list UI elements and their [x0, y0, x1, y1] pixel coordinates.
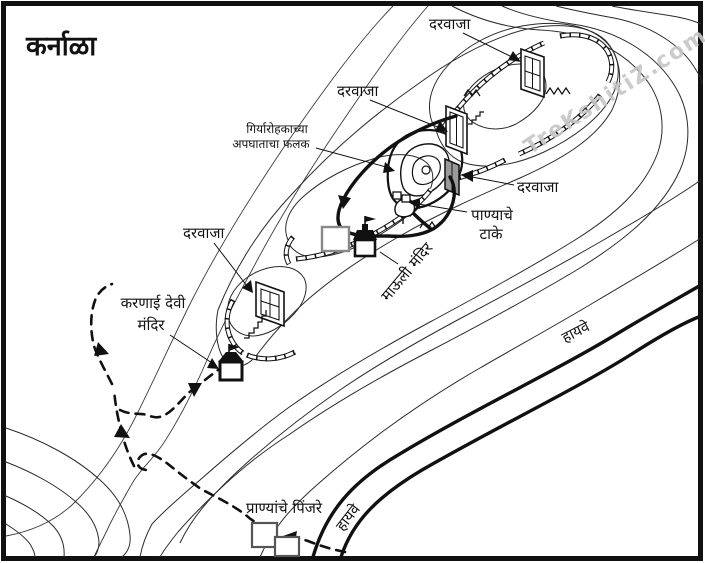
approach-trail-mid: [136, 452, 270, 530]
label-animal-cages: प्राण्यांचे पिंजरे: [246, 499, 323, 517]
trail-arrow-left: [94, 342, 109, 356]
fort-terraces: [227, 22, 619, 337]
approach-trail-left-branch: [89, 282, 114, 386]
contour-se-4: [611, 5, 702, 25]
pointer-water-tank-arrow: [408, 198, 420, 209]
fort-gates: [244, 47, 571, 339]
contour-hill-3: [5, 495, 65, 558]
temple-flag-icon: [365, 216, 376, 222]
contour-se-3: [555, 5, 703, 85]
pointer-climber-sign-arrow: [383, 162, 395, 173]
pointer-gate-right: [471, 176, 515, 186]
gate-upper-structure: [445, 104, 468, 156]
contour-se-5: [179, 179, 702, 544]
wall-upper-tip: [559, 32, 615, 84]
approach-trail-saddle: [112, 388, 136, 468]
stairs-lower: [244, 310, 267, 339]
pointer-gate-top-arrow: [508, 51, 521, 62]
pointer-karnai-temple-arrow: [207, 358, 219, 369]
loop-arrow-1: [338, 195, 351, 209]
rock-marks-1: [545, 86, 571, 96]
approach-trail-temple-end: [203, 368, 220, 382]
pinnacle-ring-2: [399, 143, 450, 197]
highway-line-right: [339, 314, 703, 559]
pointer-gate-top: [462, 32, 515, 59]
contour-hill-2: [5, 461, 100, 558]
pinnacle-ring-3: [411, 155, 441, 186]
fort-walls: [224, 32, 615, 362]
label-gate-right: दरवाजा: [517, 178, 559, 196]
contour-hill-1: [5, 427, 131, 558]
water-tank-icon: [392, 191, 411, 203]
wall-middle-se: [295, 187, 434, 262]
label-gate-lower: दरवाजा: [183, 224, 225, 242]
highway: [311, 283, 703, 559]
pointer-gate-lower: [213, 242, 248, 287]
trail-arrow-saddle: [114, 424, 130, 438]
map-title: कर्नाळा: [25, 30, 97, 62]
contour-se-6: [259, 237, 702, 558]
label-pointers: [169, 32, 521, 369]
trails: [89, 114, 458, 554]
gate-right-structure: [444, 157, 460, 197]
pointer-gate-lower-arrow: [242, 280, 253, 293]
label-mauli-temple: माऊली मंदिर: [377, 238, 437, 304]
label-karnai-temple-line2: मंदिर: [138, 316, 166, 334]
approach-trail-right-branch: [118, 388, 194, 419]
wall-upper-se: [517, 93, 602, 157]
pointer-climber-sign: [315, 147, 387, 168]
label-gate-upper: दरवाजा: [337, 82, 379, 100]
label-climber-sign-line1: गिर्यारोहकाच्या: [246, 122, 308, 136]
label-gate-top: दरवाजा: [429, 15, 471, 33]
wall-middle-west: [283, 235, 295, 266]
pointer-water-tank: [417, 203, 468, 213]
contour-fort-ring: [215, 25, 621, 367]
label-climber-sign-line2: अपघाताचा फलक: [232, 137, 310, 151]
trail-arrow-temple: [188, 383, 202, 397]
label-water-tank-line1: पाण्याचे: [471, 206, 513, 224]
label-water-tank-line2: टाके: [480, 225, 503, 243]
karnai-temple-icon: [218, 344, 244, 382]
contour-nw-outer: [5, 5, 394, 537]
label-highway-upper: हायवे: [559, 317, 594, 346]
label-karnai-temple-line1: करणाई देवी: [121, 294, 187, 312]
pointer-gate-upper-arrow: [435, 121, 448, 132]
gate-lower-structure: [255, 280, 285, 328]
animal-cage-2: [273, 535, 301, 558]
contour-hill-4: [5, 523, 36, 558]
gate-top-structure: [520, 47, 545, 99]
building-square: [320, 225, 351, 253]
pointer-gate-upper: [369, 99, 441, 129]
pointer-karnai-temple: [169, 334, 213, 364]
rock-marks-3: [463, 88, 481, 98]
wall-lower-west: [224, 298, 245, 356]
wall-lower-south: [246, 349, 297, 362]
pointer-mauli-temple: [379, 251, 399, 265]
upper-enclosure-outline: [429, 22, 619, 167]
pointer-gate-right-arrow: [461, 170, 473, 182]
stairs-upper: [468, 111, 484, 125]
highway-line-left: [311, 283, 703, 559]
temple-flag-icon: [229, 344, 240, 351]
mauli-temple-icon: [353, 216, 377, 258]
tree-icon: [394, 198, 416, 224]
structures: [218, 191, 416, 558]
animal-cage-1: [250, 521, 279, 549]
wall-upper-se-2: [457, 157, 507, 181]
pinnacle-top: [421, 165, 431, 175]
